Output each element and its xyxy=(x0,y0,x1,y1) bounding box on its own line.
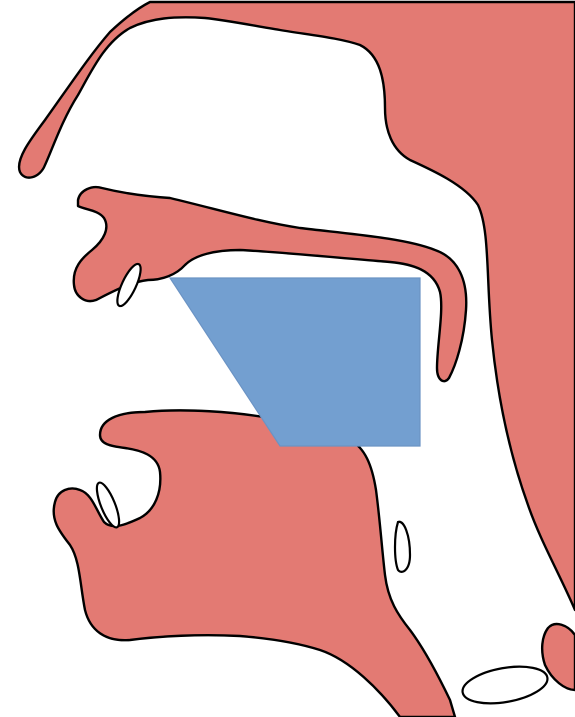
epiglottis xyxy=(395,522,410,572)
tongue xyxy=(54,410,455,717)
vocal-folds xyxy=(460,661,551,709)
